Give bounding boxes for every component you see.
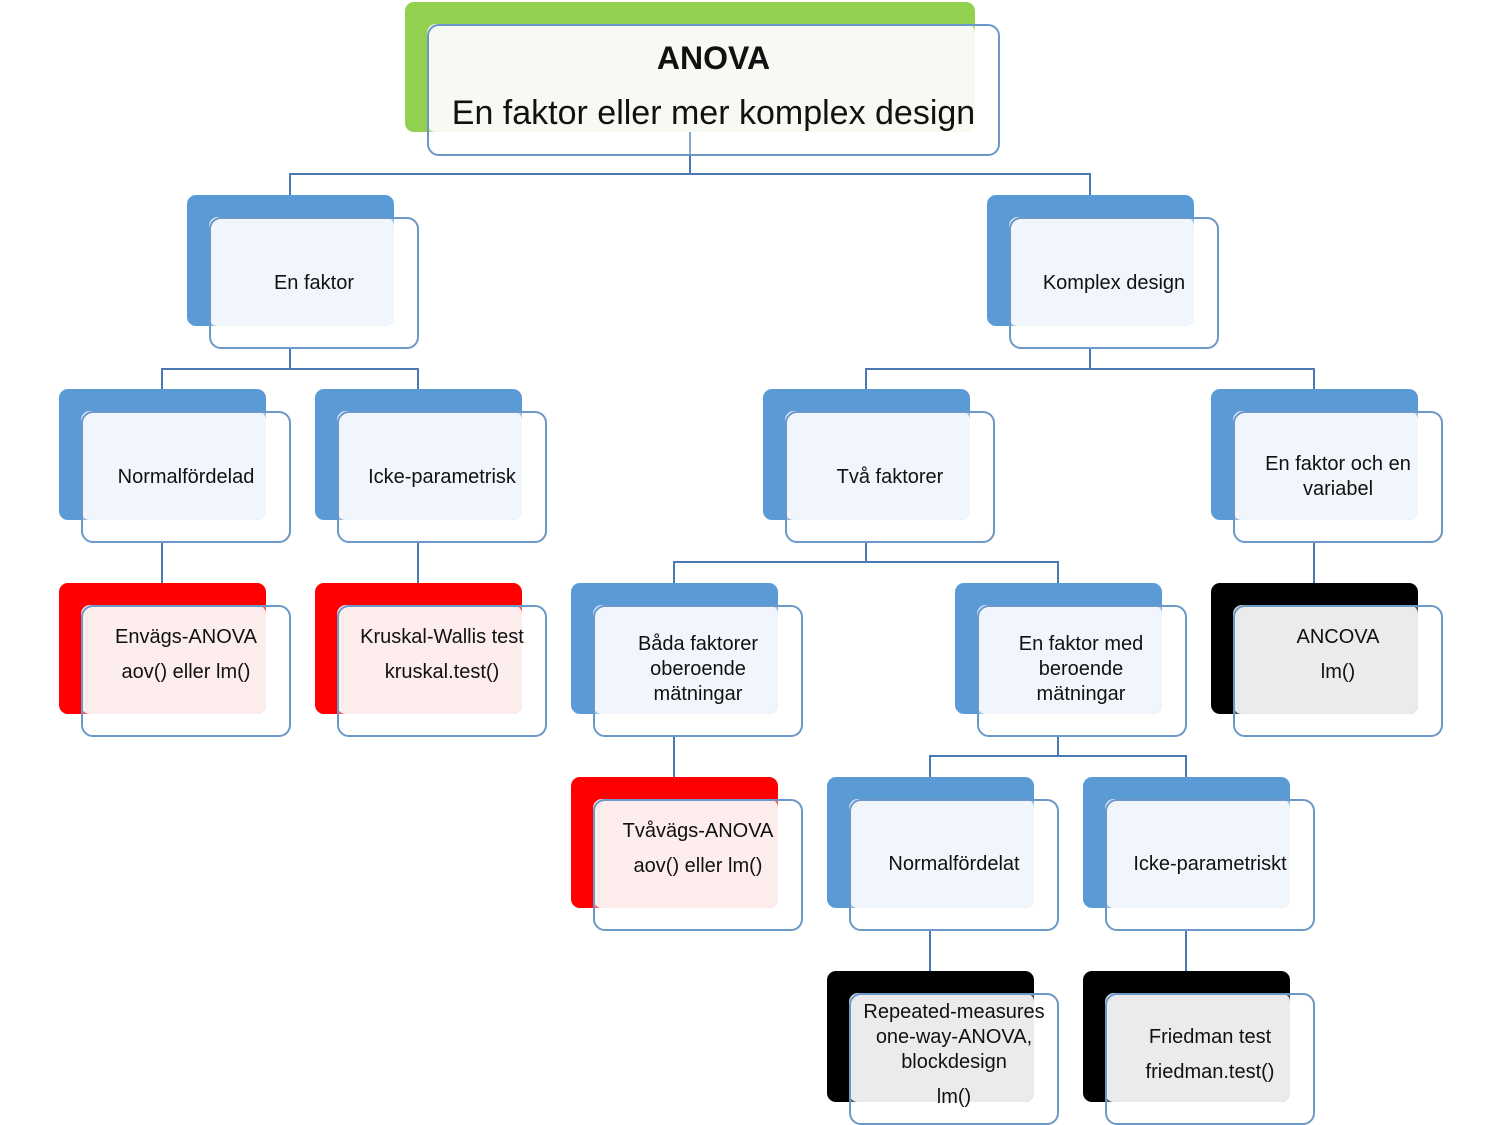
tvavags-anova-frame: [593, 799, 803, 931]
root-title: ANOVA: [656, 40, 771, 76]
friedman-frame: [1105, 993, 1315, 1125]
en-faktor-frame: [209, 217, 419, 349]
root-node-frame: [427, 24, 1000, 156]
repeated-measures-label: Repeated-measures one-way-ANOVA, blockde…: [855, 1000, 1053, 1115]
faktor-och-variabel-fill: [1233, 411, 1418, 520]
normalfordelat-fill: [849, 799, 1034, 908]
normalfordelad-frame: [81, 411, 291, 543]
ancova-function: lm(): [1320, 661, 1356, 683]
normalfordelad-fill: [81, 411, 266, 520]
tvavags-anova-function: aov() eller lm(): [633, 855, 763, 877]
faktor-och-variabel-frame: [1233, 411, 1443, 543]
envags-anova-frame: [81, 605, 291, 737]
icke-parametrisk-frame: [337, 411, 547, 543]
icke-parametrisk-fill: [337, 411, 522, 520]
envags-anova-label: Envägs-ANOVA aov() eller lm(): [81, 605, 291, 705]
kruskal-wallis-function: kruskal.test(): [384, 661, 500, 683]
icke-parametriskt-fill: [1105, 799, 1290, 908]
normalfordelad-label: Normalfördelad: [117, 465, 255, 488]
normalfordelat-frame: [849, 799, 1059, 931]
kruskal-wallis-frame: [337, 605, 547, 737]
envags-anova-name: Envägs-ANOVA: [115, 626, 257, 648]
beroende-fill: [977, 605, 1162, 714]
icke-parametrisk-label: Icke-parametrisk: [368, 465, 516, 488]
repeated-measures-fill: [849, 993, 1034, 1102]
komplex-design-frame: [1009, 217, 1219, 349]
friedman-fill: [1105, 993, 1290, 1102]
friedman-function: friedman.test(): [1145, 1061, 1275, 1083]
envags-anova-function: aov() eller lm(): [121, 661, 251, 683]
icke-parametriskt-label: Icke-parametriskt: [1133, 852, 1287, 875]
tvavags-anova-label: Tvåvägs-ANOVA aov() eller lm(): [593, 799, 803, 899]
friedman-label: Friedman test friedman.test(): [1105, 1005, 1315, 1105]
oberoende-frame: [593, 605, 803, 737]
repeated-measures-frame: [849, 993, 1059, 1125]
beroende-label: En faktor med beroende mätningar: [1018, 632, 1144, 705]
repeated-measures-function: lm(): [936, 1086, 972, 1108]
friedman-name: Friedman test: [1148, 1026, 1272, 1048]
tvavags-anova-name: Tvåvägs-ANOVA: [622, 820, 774, 842]
tva-faktorer-label: Två faktorer: [836, 465, 944, 488]
root-subtitle: En faktor eller mer komplex design: [451, 94, 976, 132]
root-label: ANOVA En faktor eller mer komplex design: [427, 24, 1000, 156]
komplex-design-fill: [1009, 217, 1194, 326]
ancova-label: ANCOVA lm(): [1233, 605, 1443, 705]
repeated-measures-name: Repeated-measures one-way-ANOVA, blockde…: [863, 1001, 1045, 1073]
en-faktor-label: En faktor: [273, 271, 355, 294]
ancova-name: ANCOVA: [1296, 626, 1380, 648]
komplex-design-label: Komplex design: [1042, 271, 1186, 294]
beroende-frame: [977, 605, 1187, 737]
ancova-fill: [1233, 605, 1418, 714]
normalfordelat-label: Normalfördelat: [888, 852, 1020, 875]
en-faktor-fill: [209, 217, 394, 326]
kruskal-wallis-label: Kruskal-Wallis test kruskal.test(): [337, 605, 547, 705]
root-node-fill: [427, 24, 975, 132]
oberoende-label: Båda faktorer oberoende mätningar: [637, 632, 759, 705]
tvavags-anova-fill: [593, 799, 778, 908]
ancova-frame: [1233, 605, 1443, 737]
kruskal-wallis-fill: [337, 605, 522, 714]
faktor-och-variabel-label: En faktor och en variabel: [1265, 453, 1411, 500]
tva-faktorer-frame: [785, 411, 995, 543]
kruskal-wallis-name: Kruskal-Wallis test: [360, 626, 524, 648]
oberoende-fill: [593, 605, 778, 714]
envags-anova-fill: [81, 605, 266, 714]
tva-faktorer-fill: [785, 411, 970, 520]
icke-parametriskt-frame: [1105, 799, 1315, 931]
